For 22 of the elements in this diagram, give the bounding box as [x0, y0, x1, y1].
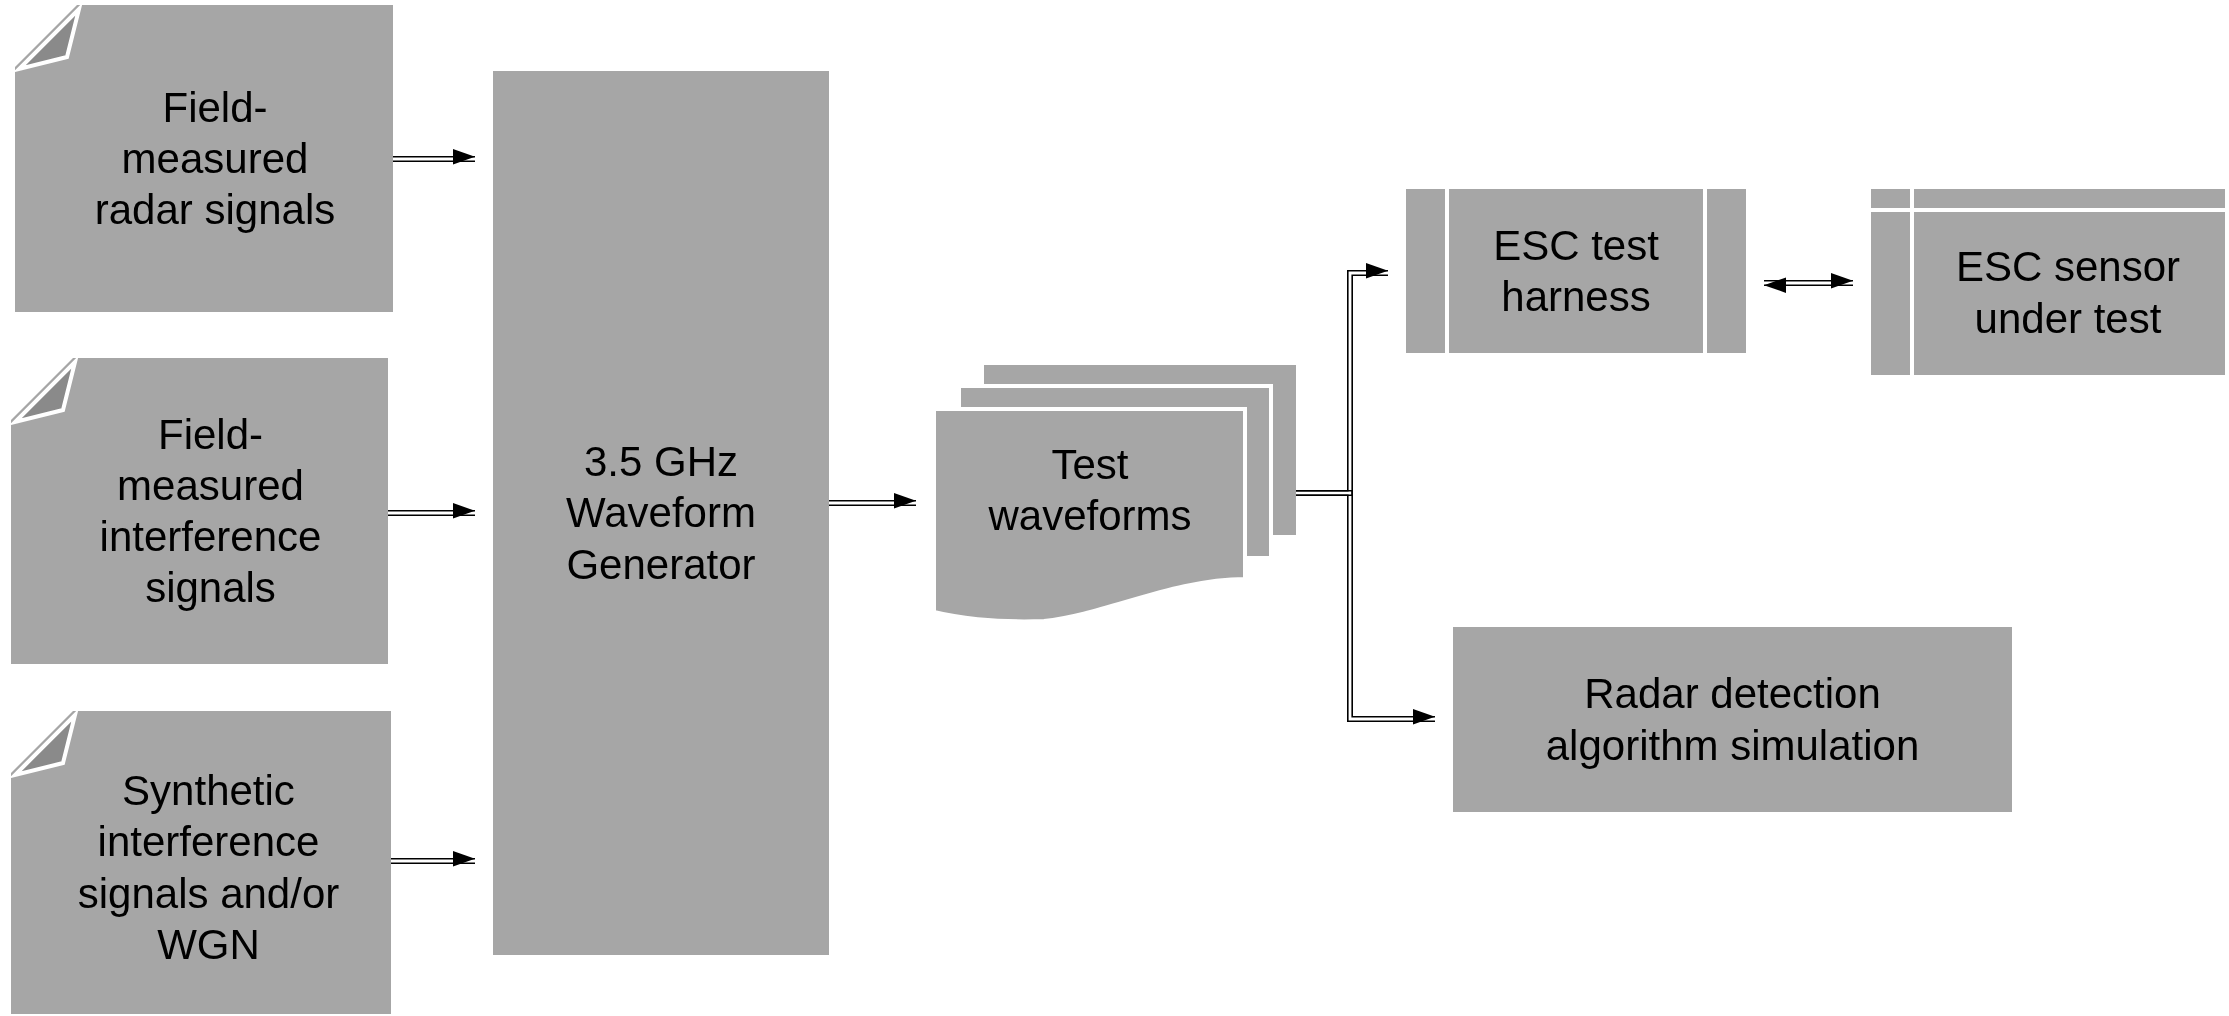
node-label: Synthetic interference signals and/or WGN — [76, 766, 341, 970]
double-line-arrow — [1295, 490, 1436, 725]
double-line-arrow — [387, 503, 476, 519]
node-label: 3.5 GHz Waveform Generator — [565, 437, 757, 590]
node-label: ESC sensor under test — [1954, 242, 2182, 344]
document-shape — [11, 711, 391, 1014]
double-line-arrow — [1763, 273, 1854, 293]
document-shape — [15, 5, 393, 312]
node-label: Field- measured radar signals — [93, 82, 337, 236]
node-label: Radar detection algorithm simulation — [1544, 669, 1921, 771]
predefined-process-box — [1406, 189, 1746, 353]
double-line-arrow — [392, 149, 476, 165]
node-label: Test waveforms — [987, 439, 1193, 541]
multi-document-shape — [934, 365, 1296, 621]
document-shape — [11, 358, 388, 664]
process-box — [1453, 627, 2012, 812]
node-label: ESC test harness — [1492, 220, 1660, 322]
process-box — [493, 71, 829, 955]
node-label: Field- measured interference signals — [98, 409, 323, 614]
double-line-arrow — [390, 851, 476, 867]
internal-storage-box — [1871, 189, 2225, 375]
double-line-arrow — [828, 493, 917, 509]
